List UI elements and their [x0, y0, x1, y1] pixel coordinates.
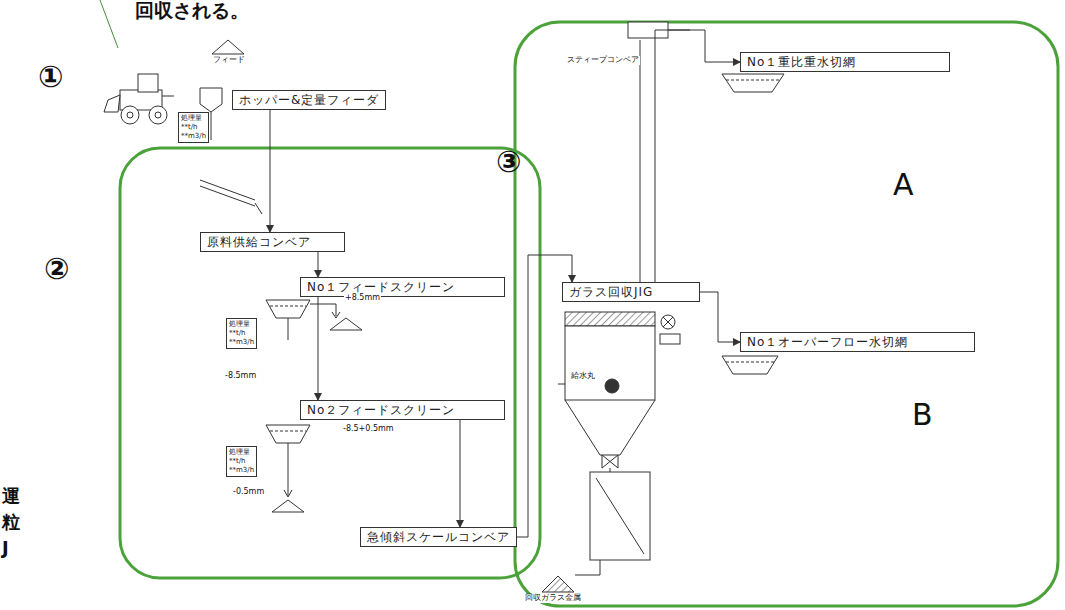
- wheel-loader: [104, 74, 174, 124]
- dewatering-screen: [722, 74, 784, 92]
- process-box: 原料供給コンベア: [200, 232, 345, 252]
- box-text: 急傾斜スケールコンベア: [367, 530, 510, 544]
- note-label: 回収される。: [135, 0, 249, 21]
- box-text: 処理量 **t/h **m3/h: [229, 320, 254, 346]
- callout-label: ①: [38, 60, 63, 93]
- note-label: -8.5mm: [224, 372, 257, 381]
- callout-label: ③: [496, 145, 521, 178]
- note-label: J: [2, 538, 9, 558]
- process-box: No１フィードスクリーン: [300, 277, 505, 297]
- pile-symbol: [330, 318, 362, 330]
- note-label: +8.5mm: [344, 294, 381, 303]
- screen-symbol: [266, 300, 310, 318]
- throughput-table: 処理量 **t/h **m3/h: [226, 446, 257, 477]
- note-label: 回収ガラス金属: [524, 594, 582, 603]
- box-text: No１重比重水切網: [747, 55, 856, 69]
- box-text: ガラス回収JIG: [569, 285, 653, 299]
- box-text: No１オーバーフロー水切網: [747, 335, 908, 349]
- flow-connector: [700, 292, 740, 342]
- note-label: 給水丸: [570, 372, 596, 381]
- note-label: 粒: [2, 512, 20, 532]
- box-text: No１フィードスクリーン: [307, 280, 455, 294]
- process-box: No２フィードスクリーン: [300, 400, 505, 420]
- process-box: No１重比重水切網: [740, 52, 950, 72]
- note-label: フィード: [212, 56, 246, 65]
- flow-connector: [318, 297, 319, 400]
- box-text: 処理量 **t/h **m3/h: [229, 448, 254, 474]
- box-text: 原料供給コンベア: [207, 235, 311, 249]
- callout-label: ②: [44, 252, 69, 285]
- dewatering-screen: [722, 356, 778, 374]
- jig-tank: [542, 312, 680, 592]
- screen-symbol: [266, 425, 310, 443]
- callout-label: A: [893, 168, 914, 201]
- process-box: ホッパー&定量フィーダ: [232, 90, 386, 110]
- leader-line: [100, 0, 118, 48]
- process-box: No１オーバーフロー水切網: [740, 332, 975, 352]
- note-label: -8.5+0.5mm: [342, 425, 395, 434]
- flow-connector: [460, 420, 461, 527]
- flow-connector: [318, 252, 319, 277]
- throughput-table: 処理量 **t/h **m3/h: [178, 112, 209, 143]
- box-text: 処理量 **t/h **m3/h: [181, 114, 206, 140]
- process-box: ガラス回収JIG: [562, 282, 700, 302]
- note-label: 運: [2, 486, 20, 506]
- belt-conveyor: [200, 180, 262, 214]
- flow-connector: [270, 110, 271, 232]
- callout-label: B: [912, 398, 933, 431]
- throughput-table: 処理量 **t/h **m3/h: [226, 318, 257, 349]
- note-label: スティープコンベア: [566, 56, 640, 65]
- pile-symbol: [272, 500, 304, 512]
- box-text: ホッパー&定量フィーダ: [239, 93, 379, 107]
- pile-symbol: [212, 40, 244, 54]
- group-region: [120, 148, 540, 578]
- flow-connector: [655, 30, 740, 282]
- group-region: [515, 22, 1058, 606]
- note-label: -0.5mm: [232, 488, 265, 497]
- hopper-symbol: [200, 88, 222, 112]
- box-text: No２フィードスクリーン: [307, 403, 455, 417]
- process-box: 急傾斜スケールコンベア: [360, 527, 517, 547]
